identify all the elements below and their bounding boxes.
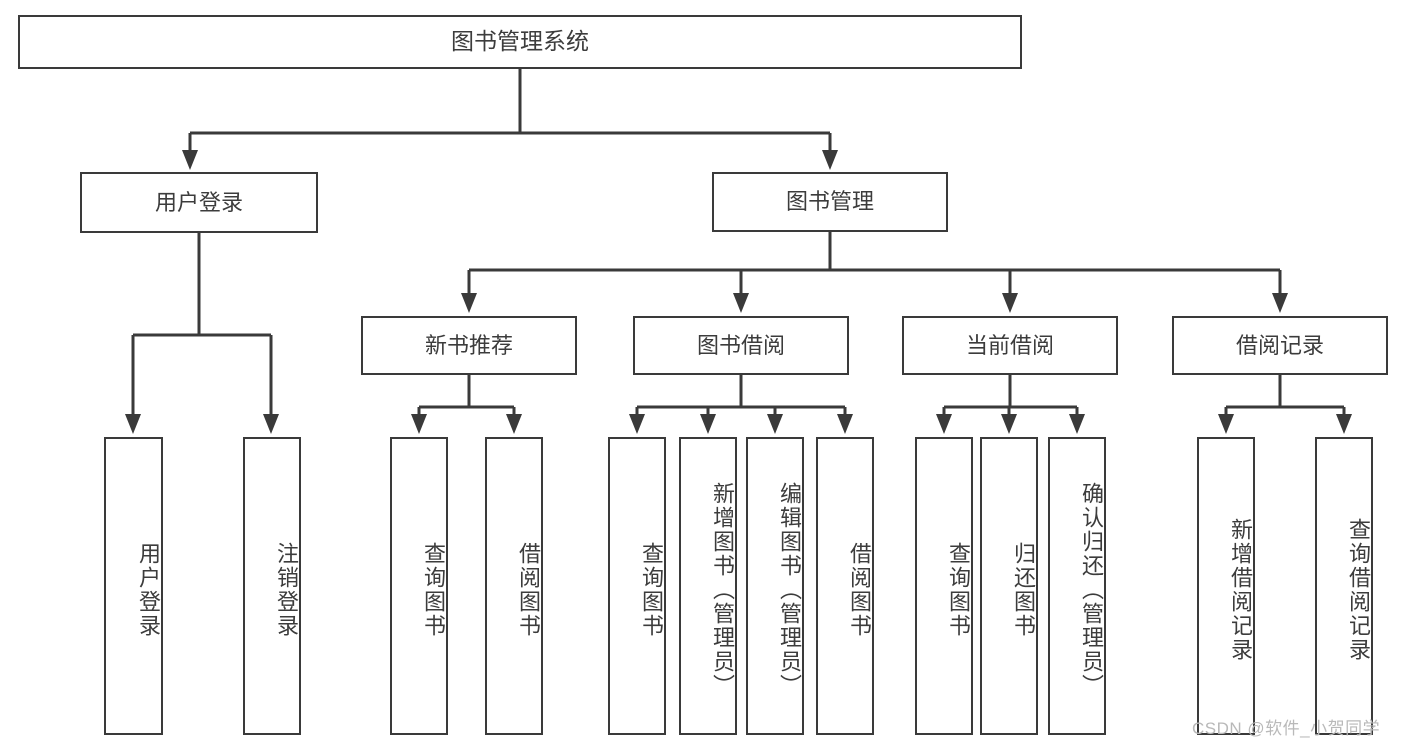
node-root-system[interactable]: 图书管理系统 bbox=[18, 15, 1022, 69]
node-label: 图书借阅 bbox=[696, 332, 785, 358]
node-leaf-borrow-book[interactable]: 借阅图书 bbox=[816, 437, 874, 735]
node-label: 图书管理 bbox=[785, 189, 874, 215]
node-leaf-add-borrow-record[interactable]: 新增借阅记录 bbox=[1197, 437, 1255, 735]
node-label: 借阅图书 bbox=[516, 542, 541, 638]
node-user-login[interactable]: 用户登录 bbox=[80, 172, 318, 233]
node-label: 当前借阅 bbox=[965, 332, 1054, 358]
node-label: 借阅图书 bbox=[847, 542, 872, 638]
node-leaf-add-book[interactable]: 新增图书（管理员） bbox=[679, 437, 737, 735]
node-label: 用户登录 bbox=[154, 189, 243, 215]
node-label: 确认归还（管理员） bbox=[1079, 482, 1104, 698]
node-label: 新书推荐 bbox=[424, 332, 513, 358]
node-current-borrow[interactable]: 当前借阅 bbox=[902, 316, 1118, 375]
node-leaf-return-book[interactable]: 归还图书 bbox=[980, 437, 1038, 735]
node-label: 注销登录 bbox=[274, 542, 299, 638]
node-label: 用户登录 bbox=[136, 542, 161, 638]
node-leaf-query-borrow-record[interactable]: 查询借阅记录 bbox=[1315, 437, 1373, 735]
node-new-book-recommend[interactable]: 新书推荐 bbox=[361, 316, 577, 375]
node-label: 借阅记录 bbox=[1235, 332, 1324, 358]
node-leaf-edit-book[interactable]: 编辑图书（管理员） bbox=[746, 437, 804, 735]
node-book-manage[interactable]: 图书管理 bbox=[712, 172, 948, 232]
node-label: 查询借阅记录 bbox=[1346, 518, 1371, 662]
csdn-watermark: CSDN @软件_小贺同学 bbox=[1192, 719, 1381, 738]
node-label: 查询图书 bbox=[421, 542, 446, 638]
node-leaf-user-login[interactable]: 用户登录 bbox=[104, 437, 163, 735]
node-label: 新增图书（管理员） bbox=[710, 482, 735, 698]
node-leaf-confirm-return[interactable]: 确认归还（管理员） bbox=[1048, 437, 1106, 735]
node-borrow-record[interactable]: 借阅记录 bbox=[1172, 316, 1388, 375]
node-label: 查询图书 bbox=[639, 542, 664, 638]
node-label: 图书管理系统 bbox=[451, 28, 589, 55]
node-leaf-logout[interactable]: 注销登录 bbox=[243, 437, 301, 735]
node-label: 编辑图书（管理员） bbox=[777, 482, 802, 698]
node-leaf-query-book-recommend[interactable]: 查询图书 bbox=[390, 437, 448, 735]
node-label: 归还图书 bbox=[1011, 542, 1036, 638]
node-leaf-borrow-book-recommend[interactable]: 借阅图书 bbox=[485, 437, 543, 735]
node-leaf-query-book-borrow[interactable]: 查询图书 bbox=[608, 437, 666, 735]
node-label: 查询图书 bbox=[946, 542, 971, 638]
node-label: 新增借阅记录 bbox=[1228, 518, 1253, 662]
node-leaf-query-book-current[interactable]: 查询图书 bbox=[915, 437, 973, 735]
node-book-borrow[interactable]: 图书借阅 bbox=[633, 316, 849, 375]
